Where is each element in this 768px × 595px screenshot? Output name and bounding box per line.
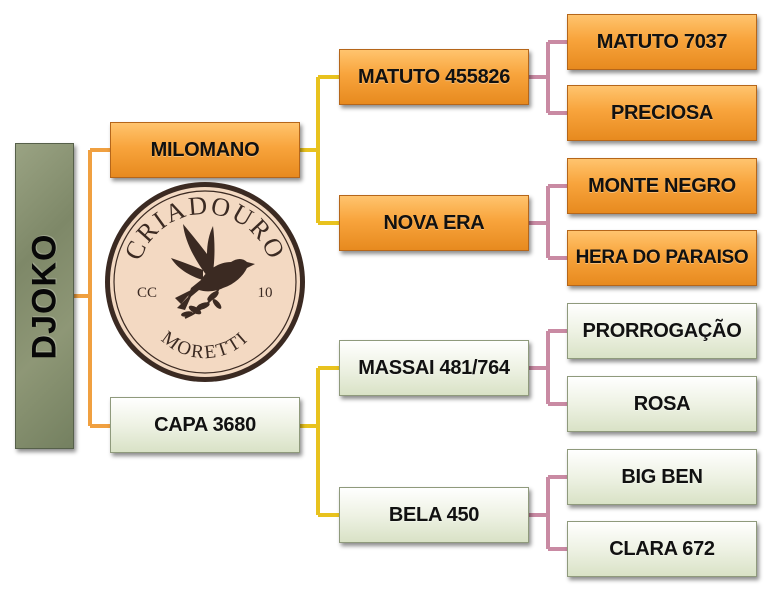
ancestor-name-7: BIG BEN: [621, 465, 703, 488]
sire-sire-box[interactable]: MATUTO 455826: [339, 49, 529, 105]
dam-name: CAPA 3680: [154, 413, 256, 436]
dam-box[interactable]: CAPA 3680: [110, 397, 300, 453]
connector-dam-dam: [529, 475, 567, 551]
sire-box[interactable]: MILOMANO: [110, 122, 300, 178]
logo-left-text: CC: [137, 285, 157, 301]
olive-leaves-icon: [181, 290, 222, 317]
ancestor-name-1: MATUTO 7037: [596, 30, 728, 53]
sire-sire-name: MATUTO 455826: [357, 65, 511, 88]
dam-sire-box[interactable]: MASSAI 481/764: [339, 340, 529, 396]
connector-dam-sire: [529, 329, 567, 406]
ancestor-name-3: MONTE NEGRO: [588, 174, 736, 197]
logo-right-text: 10: [258, 285, 273, 301]
ancestor-box-4[interactable]: HERA DO PARAISO: [567, 230, 757, 286]
ancestor-box-5[interactable]: PRORROGAÇÃO: [567, 303, 757, 359]
ancestor-box-3[interactable]: MONTE NEGRO: [567, 158, 757, 214]
dove-icon: [171, 224, 255, 310]
criadouro-logo: CRIADOURO MORETTI CC 10: [105, 182, 305, 382]
dam-sire-name: MASSAI 481/764: [358, 356, 510, 379]
dam-dam-box[interactable]: BELA 450: [339, 487, 529, 543]
root-animal-name: DJOKO: [25, 233, 64, 359]
ancestor-name-4: HERA DO PARAISO: [575, 247, 749, 268]
dam-dam-name: BELA 450: [388, 503, 480, 526]
sire-dam-box[interactable]: NOVA ERA: [339, 195, 529, 251]
ancestor-name-5: PRORROGAÇÃO: [582, 319, 742, 342]
sire-name: MILOMANO: [150, 138, 260, 161]
sire-dam-name: NOVA ERA: [383, 211, 485, 234]
connector-root: [72, 148, 110, 428]
ancestor-box-8[interactable]: CLARA 672: [567, 521, 757, 577]
connector-sire-dam: [529, 184, 567, 260]
ancestor-name-8: CLARA 672: [609, 537, 715, 560]
connector-sire-sire: [529, 40, 567, 115]
root-animal-box[interactable]: DJOKO: [15, 143, 74, 449]
ancestor-box-7[interactable]: BIG BEN: [567, 449, 757, 505]
ancestor-box-2[interactable]: PRECIOSA: [567, 85, 757, 141]
ancestor-name-2: PRECIOSA: [610, 101, 714, 124]
connector-dam: [300, 366, 339, 517]
ancestor-box-1[interactable]: MATUTO 7037: [567, 14, 757, 70]
connector-sire: [300, 75, 339, 225]
ancestor-box-6[interactable]: ROSA: [567, 376, 757, 432]
ancestor-name-6: ROSA: [633, 392, 691, 415]
